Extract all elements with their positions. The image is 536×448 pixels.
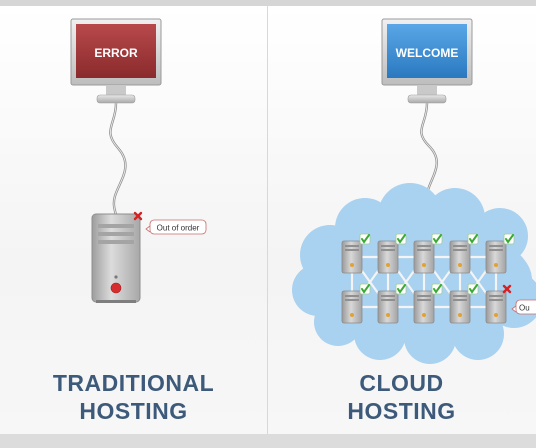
server-node [449, 290, 471, 324]
title-line: CLOUD [359, 370, 444, 396]
panel-divider [267, 6, 268, 434]
server-node [485, 240, 507, 274]
check-icon [395, 233, 407, 245]
check-icon [359, 283, 371, 295]
cross-icon [502, 284, 512, 294]
check-icon [431, 233, 443, 245]
server-node [341, 240, 363, 274]
monitor-icon [381, 18, 473, 104]
status-badges [359, 233, 515, 295]
welcome-screen-text: WELCOME [396, 46, 459, 60]
check-icon [467, 233, 479, 245]
title-line: HOSTING [347, 398, 456, 424]
check-icon [431, 283, 443, 295]
out-of-order-label-partial: Ou [519, 304, 530, 313]
cloud-hosting-title: CLOUD HOSTING [268, 369, 535, 425]
check-icon [359, 233, 371, 245]
server-node [413, 290, 435, 324]
error-screen-text: ERROR [94, 46, 138, 60]
check-icon [503, 233, 515, 245]
monitor-icon [70, 18, 162, 104]
title-line: HOSTING [79, 398, 188, 424]
server-node [485, 290, 507, 324]
bottom-border [0, 434, 536, 448]
server-node [449, 240, 471, 274]
traditional-hosting-title: TRADITIONAL HOSTING [0, 369, 267, 425]
check-icon [395, 283, 407, 295]
monitor-cable [109, 102, 127, 217]
server-node [377, 240, 399, 274]
cloud-icon [292, 183, 536, 364]
check-icon [467, 283, 479, 295]
status-callout [145, 219, 207, 235]
title-line: TRADITIONAL [52, 370, 215, 396]
server-tower-icon [91, 213, 141, 303]
out-of-order-label: Out of order [157, 224, 200, 233]
status-callout [511, 299, 536, 315]
server-node [341, 290, 363, 324]
cross-icon [133, 211, 143, 221]
server-node [377, 290, 399, 324]
server-node [413, 240, 435, 274]
top-border [0, 0, 536, 6]
